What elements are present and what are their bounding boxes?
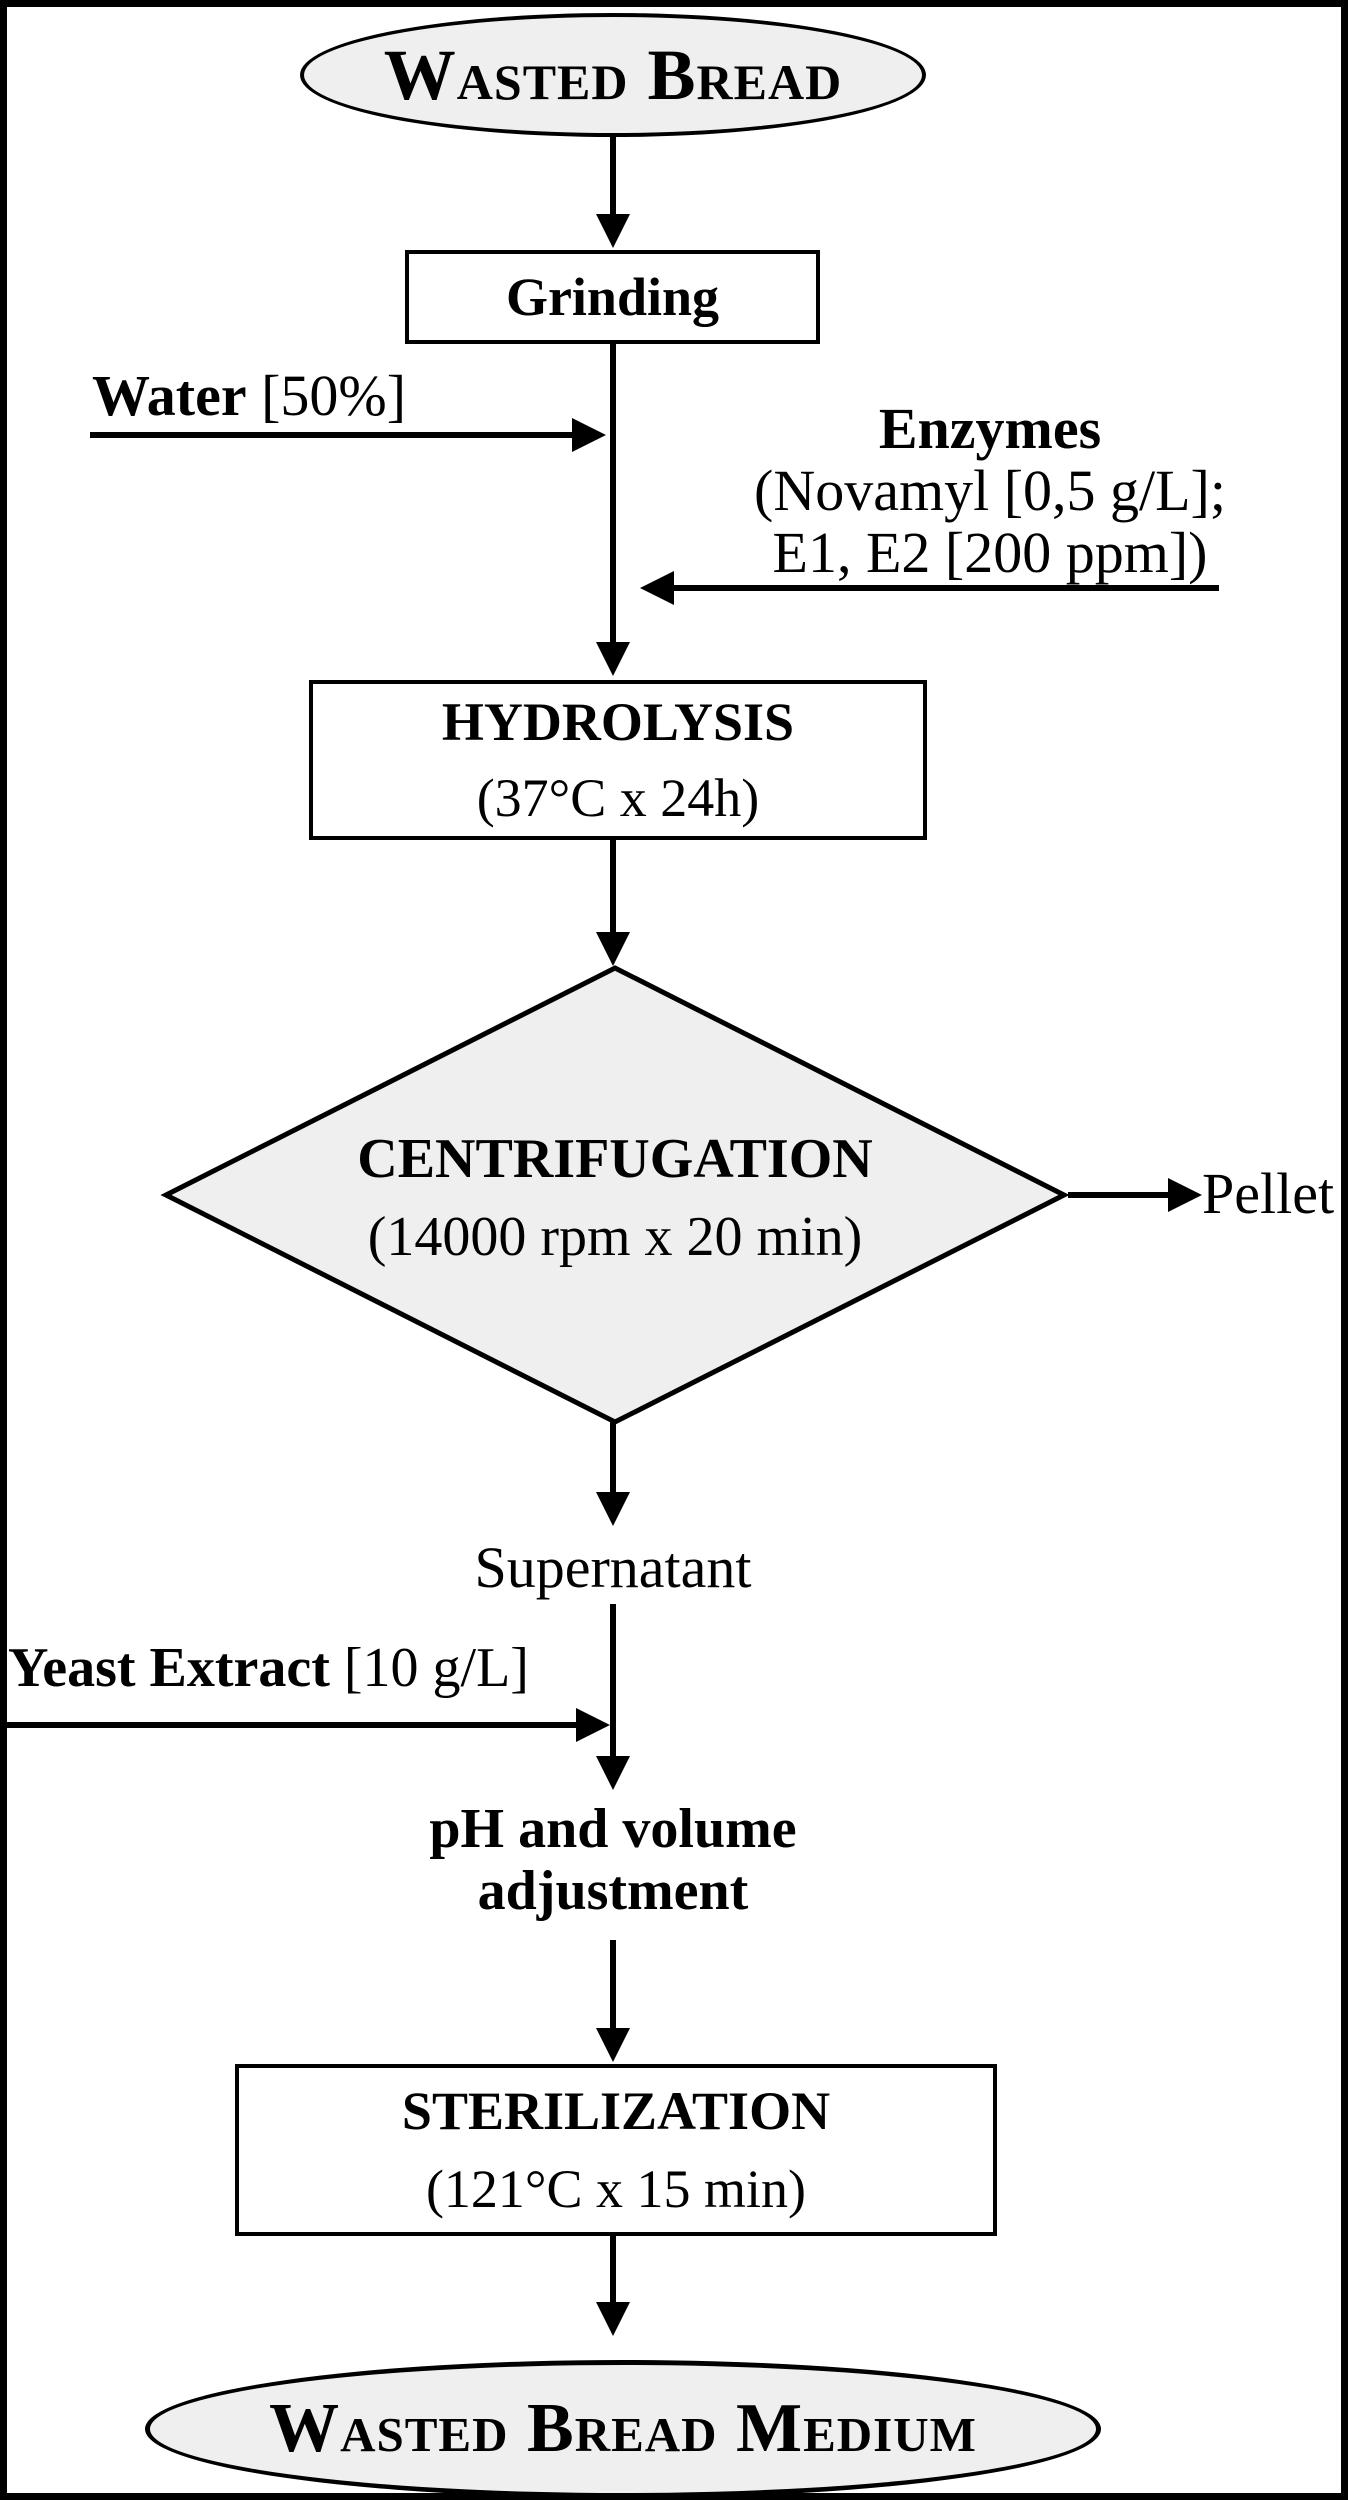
process-box-sterilization: STERILIZATION (121°C x 15 min) xyxy=(235,2064,997,2236)
water-input-label: Water[50%] xyxy=(92,362,406,429)
ph-volume-adjustment-label: pH and volume adjustment xyxy=(363,1798,863,1922)
ph-adjustment-line2: adjustment xyxy=(477,1860,749,1922)
yeast-extract-arrow-head xyxy=(576,1708,610,1742)
pellet-label: Pellet xyxy=(1202,1161,1335,1226)
pellet-arrow-line xyxy=(1068,1192,1168,1198)
water-amount: [50%] xyxy=(261,363,407,428)
arrow-start-to-grinding-line xyxy=(610,137,616,216)
arrow-ph-to-sterilization-head xyxy=(596,2028,630,2062)
pellet-arrow-head xyxy=(1168,1178,1202,1212)
ph-adjustment-line1: pH and volume xyxy=(429,1798,797,1860)
hydrolysis-conditions: (37°C x 24h) xyxy=(476,768,760,828)
start-terminator-wasted-bread: Wasted Bread xyxy=(300,13,926,137)
start-label: Wasted Bread xyxy=(383,34,843,115)
yeast-extract-arrow-line xyxy=(6,1722,576,1728)
enzymes-input-label: Enzymes (Novamyl [0,5 g/L]; E1, E2 [200 … xyxy=(700,398,1280,584)
enzymes-arrow-line xyxy=(674,585,1219,591)
enzymes-detail2: E1, E2 [200 ppm]) xyxy=(772,520,1208,585)
end-label: Wasted Bread Medium xyxy=(269,2390,977,2467)
enzymes-arrow-head xyxy=(640,571,674,605)
yeast-extract-name: Yeast Extract xyxy=(8,1637,330,1699)
centrifugation-conditions: (14000 rpm x 20 min) xyxy=(367,1206,863,1268)
end-terminator-wasted-bread-medium: Wasted Bread Medium xyxy=(145,2360,1101,2498)
centrifugation-title: CENTRIFUGATION xyxy=(357,1128,873,1190)
water-arrow-head xyxy=(572,418,606,452)
centrifugation-label: CENTRIFUGATION (14000 rpm x 20 min) xyxy=(215,1120,1015,1276)
arrow-sterilization-to-end-head xyxy=(596,2302,630,2336)
arrow-grinding-to-hydrolysis-line xyxy=(610,344,616,644)
hydrolysis-title: HYDROLYSIS xyxy=(441,692,795,752)
supernatant-label: Supernatant xyxy=(474,1535,752,1600)
arrow-start-to-grinding-head xyxy=(596,214,630,248)
arrow-hydrolysis-to-centrifugation-line xyxy=(610,840,616,932)
enzymes-title: Enzymes xyxy=(878,396,1102,461)
sterilization-conditions: (121°C x 15 min) xyxy=(425,2159,807,2219)
arrow-grinding-to-hydrolysis-head xyxy=(596,642,630,676)
arrow-sterilization-to-end-line xyxy=(610,2236,616,2302)
process-box-grinding: Grinding xyxy=(405,250,820,344)
grinding-label: Grinding xyxy=(505,267,720,327)
arrow-centrifugation-to-supernatant-line xyxy=(610,1422,616,1492)
water-name: Water xyxy=(92,363,247,428)
water-arrow-line xyxy=(90,432,572,438)
enzymes-detail1: (Novamyl [0,5 g/L]; xyxy=(754,458,1226,523)
arrow-centrifugation-to-supernatant-head xyxy=(596,1492,630,1526)
arrow-supernatant-to-ph-head xyxy=(596,1756,630,1790)
sterilization-title: STERILIZATION xyxy=(401,2081,831,2141)
yeast-extract-amount: [10 g/L] xyxy=(343,1637,529,1699)
arrow-ph-to-sterilization-line xyxy=(610,1940,616,2028)
arrow-hydrolysis-to-centrifugation-head xyxy=(596,932,630,966)
process-box-hydrolysis: HYDROLYSIS (37°C x 24h) xyxy=(309,680,927,840)
arrow-supernatant-to-ph-line xyxy=(610,1604,616,1756)
yeast-extract-input-label: Yeast Extract[10 g/L] xyxy=(8,1636,529,1700)
